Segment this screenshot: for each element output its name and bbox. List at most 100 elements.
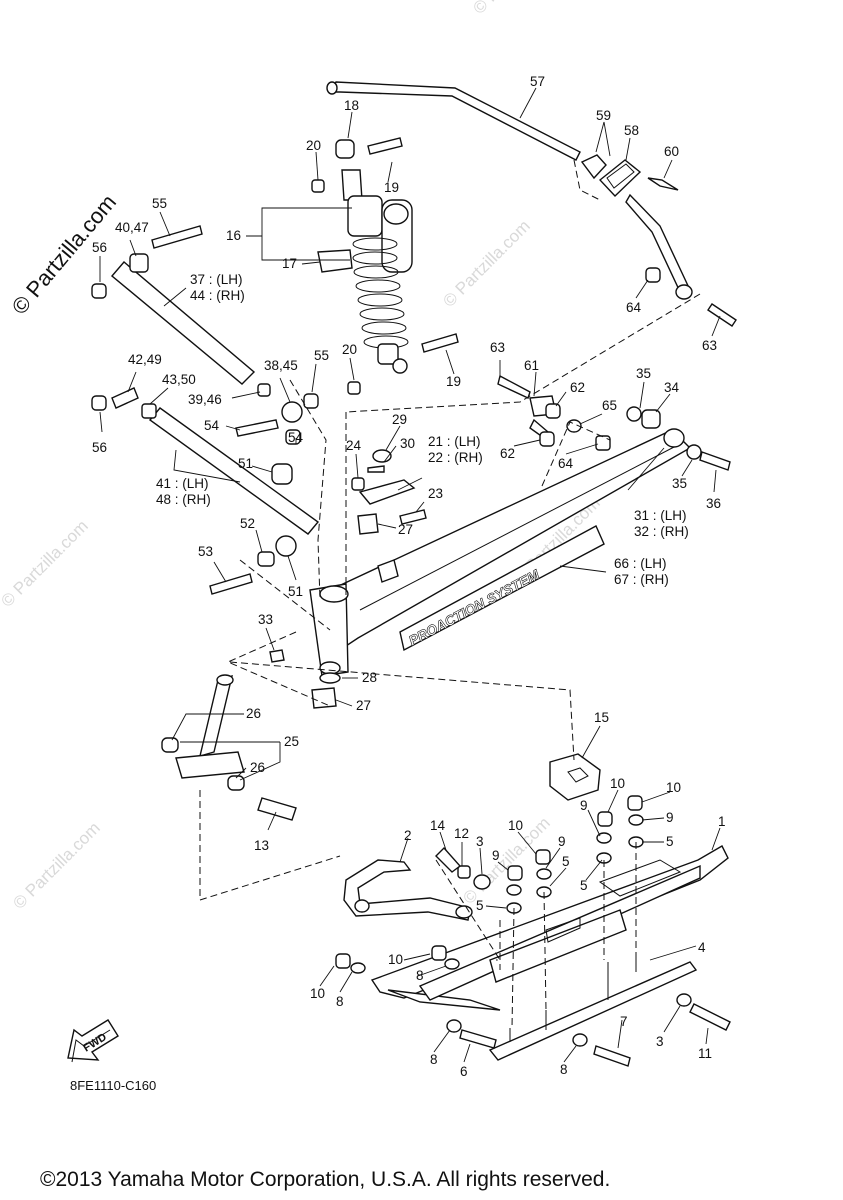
callout-label: 20 bbox=[342, 342, 357, 357]
callout-label: 13 bbox=[254, 838, 269, 853]
callout-label: 57 bbox=[530, 74, 545, 89]
fwd-arrow-icon: FWD bbox=[67, 1019, 119, 1063]
callout-label: 15 bbox=[594, 710, 609, 725]
callout-label: 52 bbox=[240, 516, 255, 531]
ski bbox=[370, 845, 729, 1061]
callout-label: 54 bbox=[288, 430, 304, 445]
callout-label: 58 bbox=[624, 123, 639, 138]
callout-label: 1 bbox=[718, 814, 726, 829]
callout-label: 21 : (LH) bbox=[428, 434, 481, 449]
callout-label: 27 bbox=[398, 522, 413, 537]
watermark-faint: © Partzilla.com bbox=[0, 516, 92, 610]
callout-label: 10 bbox=[310, 986, 325, 1001]
callout-label: 36 bbox=[706, 496, 721, 511]
callout-label: 3 bbox=[656, 1034, 664, 1049]
callout-label: 44 : (RH) bbox=[190, 288, 245, 303]
callout-label: 10 bbox=[508, 818, 523, 833]
callout-label: 30 bbox=[400, 436, 415, 451]
callout-label: 8 bbox=[430, 1052, 438, 1067]
callout-label: 37 : (LH) bbox=[190, 272, 243, 287]
callout-label: 17 bbox=[282, 256, 297, 271]
callout-label: 64 bbox=[626, 300, 642, 315]
callout-label: 53 bbox=[198, 544, 213, 559]
callout-label: 14 bbox=[430, 818, 446, 833]
lower-control-arm bbox=[91, 383, 320, 595]
callout-label: 35 bbox=[672, 476, 687, 491]
callout-label: 5 bbox=[580, 878, 588, 893]
callout-label: 10 bbox=[388, 952, 403, 967]
watermark-faint: © Partzilla.com bbox=[9, 818, 103, 912]
callout-label: 24 bbox=[346, 438, 362, 453]
callout-label: 27 bbox=[356, 698, 371, 713]
clamp-parts bbox=[580, 154, 679, 197]
callout-label: 3 bbox=[476, 834, 484, 849]
callout-label: 32 : (RH) bbox=[634, 524, 689, 539]
diagram-code: 8FE1110-C160 bbox=[70, 1078, 156, 1093]
callout-label: 26 bbox=[250, 760, 265, 775]
callout-label: 61 bbox=[524, 358, 539, 373]
callout-label: 5 bbox=[562, 854, 570, 869]
callout-label: 62 bbox=[500, 446, 515, 461]
callout-label: 51 bbox=[238, 456, 253, 471]
callout-label: 23 bbox=[428, 486, 443, 501]
callout-label: 18 bbox=[344, 98, 359, 113]
callout-label: 25 bbox=[284, 734, 299, 749]
callout-label: 19 bbox=[446, 374, 461, 389]
callout-label: 22 : (RH) bbox=[428, 450, 483, 465]
watermark-faint: © Partzilla.com bbox=[439, 216, 533, 310]
callout-label: 19 bbox=[384, 180, 399, 195]
callout-label: 8 bbox=[416, 968, 424, 983]
callout-label: 33 bbox=[258, 612, 273, 627]
ski-hardware bbox=[335, 753, 731, 1067]
callout-label: 5 bbox=[476, 898, 484, 913]
callout-label: 48 : (RH) bbox=[156, 492, 211, 507]
ski-handle bbox=[343, 859, 473, 921]
callout-label: 31 : (LH) bbox=[634, 508, 687, 523]
callout-label: 66 : (LH) bbox=[614, 556, 667, 571]
callout-label: 67 : (RH) bbox=[614, 572, 669, 587]
tie-rod-parts bbox=[347, 267, 737, 471]
callout-label: 56 bbox=[92, 240, 107, 255]
callout-label: 28 bbox=[362, 670, 377, 685]
callout-label: 29 bbox=[392, 412, 407, 427]
watermark-faint: © Partzilla.com bbox=[469, 0, 563, 18]
callout-label: 55 bbox=[314, 348, 329, 363]
stabilizer-bar bbox=[326, 81, 693, 300]
callout-label: 8 bbox=[560, 1062, 568, 1077]
callout-label: 41 : (LH) bbox=[156, 476, 209, 491]
shock-absorber bbox=[311, 137, 413, 374]
callout-label: 56 bbox=[92, 440, 107, 455]
callout-label: 26 bbox=[246, 706, 261, 721]
callout-label: 5 bbox=[666, 834, 674, 849]
callout-label: 55 bbox=[152, 196, 167, 211]
callout-label: 11 bbox=[698, 1046, 712, 1061]
callout-label: 38,45 bbox=[264, 358, 298, 373]
callout-label: 42,49 bbox=[128, 352, 162, 367]
radius-rod-assembly: PROACTION SYSTEM bbox=[269, 428, 692, 677]
callout-label: 63 bbox=[490, 340, 505, 355]
callout-label: 20 bbox=[306, 138, 321, 153]
callout-label: 9 bbox=[666, 810, 674, 825]
callout-label: 10 bbox=[666, 780, 681, 795]
callout-label: 59 bbox=[596, 108, 611, 123]
callout-label: 4 bbox=[698, 940, 706, 955]
callout-label: 7 bbox=[620, 1014, 628, 1029]
callout-label: 43,50 bbox=[162, 372, 196, 387]
callout-label: 54 bbox=[204, 418, 220, 433]
callout-label: 9 bbox=[580, 798, 588, 813]
callout-label: 9 bbox=[492, 848, 500, 863]
callout-label: 51 bbox=[288, 584, 303, 599]
callout-label: 9 bbox=[558, 834, 566, 849]
callout-label: 8 bbox=[336, 994, 344, 1009]
callout-label: 12 bbox=[454, 826, 469, 841]
callout-labels: 57 18 20 19 59 58 60 16 17 55 40,47 56 3… bbox=[92, 74, 726, 1079]
assembly-dashed-lines bbox=[199, 159, 701, 1029]
callout-label: 60 bbox=[664, 144, 679, 159]
callout-label: 16 bbox=[226, 228, 241, 243]
callout-label: 65 bbox=[602, 398, 617, 413]
callout-label: 35 bbox=[636, 366, 651, 381]
callout-label: 62 bbox=[570, 380, 585, 395]
callout-label: 10 bbox=[610, 776, 625, 791]
